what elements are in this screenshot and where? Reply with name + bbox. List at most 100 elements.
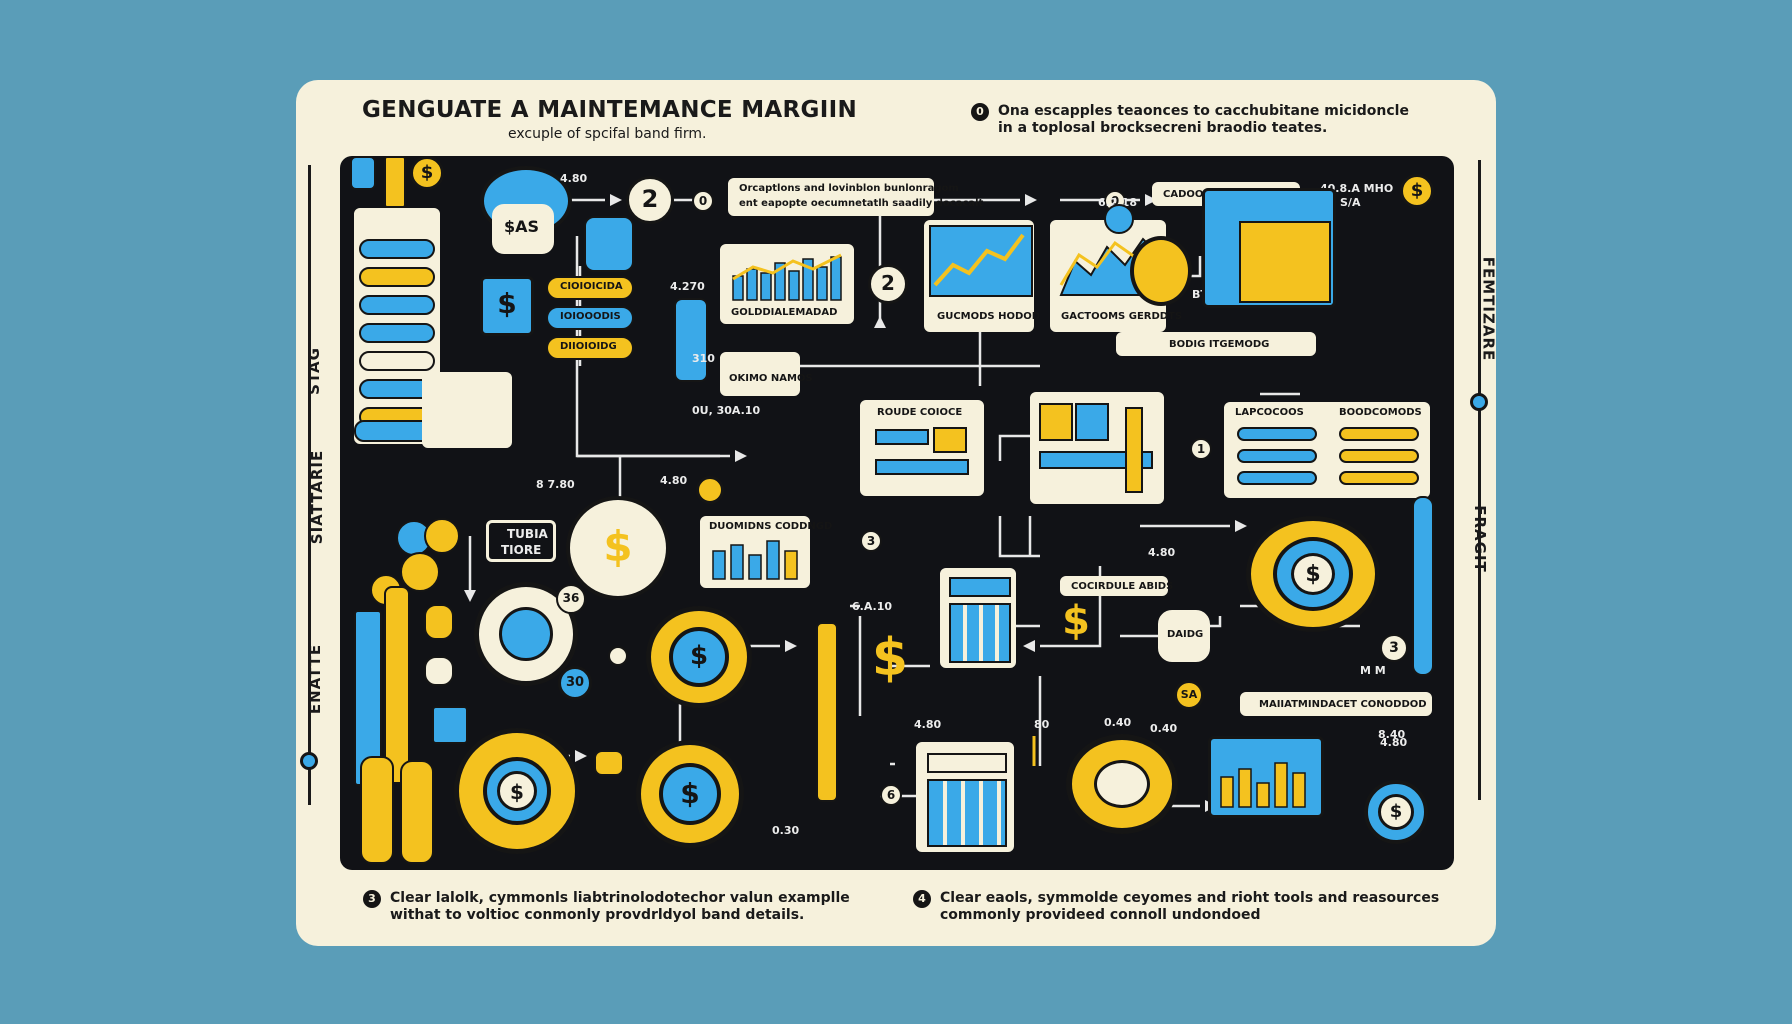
footer-left-note: Clear lalolk, cymmonls liabtrinolodotech…: [390, 890, 850, 924]
footer-left-line1: Clear lalolk, cymmonls liabtrinolodotech…: [390, 890, 850, 906]
value-label-80: 80: [1034, 718, 1050, 731]
calc-square: [432, 706, 468, 744]
flow-board: $ $AS 4.80 2 0 Orcaptlons and lovinblon …: [340, 156, 1454, 870]
gear-icon: [1104, 204, 1134, 234]
value-label-0-40: 0.40: [1104, 716, 1132, 729]
value-label-4270: 4.270: [670, 280, 705, 293]
step-2-search: 2: [868, 264, 908, 304]
pencil-icon: [1412, 496, 1434, 676]
value-label-6a10: 6.A.10: [852, 600, 893, 613]
donut-chart-hole: [1094, 760, 1150, 808]
top-note-line2: in a toplosal brocksecreni braodio teate…: [998, 120, 1328, 136]
footer-right-line2: commonly provideed connoll undondoed: [940, 907, 1261, 923]
target-gauge-inner: $: [1273, 537, 1353, 611]
target-gauge: $: [1246, 516, 1380, 632]
dollar-bag-icon: $: [480, 276, 534, 336]
step-3-lower: 3: [1380, 634, 1408, 662]
ticket-tag: DAIDG: [1158, 610, 1210, 662]
chart-card-1: GOLDDIALEMADAD: [720, 244, 854, 324]
top-instruction-box: Orcaptlons and lovinblon bunlonragom ent…: [728, 178, 983, 216]
coin-stack-2: [424, 518, 460, 554]
quadrant-pie: [474, 582, 578, 686]
ring-coin-gauge: $: [646, 606, 752, 708]
pane-bar-2: [875, 459, 969, 475]
pipeline-bar: [1039, 451, 1153, 469]
tubia-tag: TUBIA TIORE: [486, 520, 556, 562]
line-chart-2: [933, 233, 1025, 287]
top-note-line1: Ona escapples teaonces to cacchubitane m…: [998, 103, 1409, 119]
side-label-right-top: FEMTIZARE: [1479, 256, 1498, 362]
bar-chart-1: [732, 253, 842, 301]
calc-bottom-keys: [927, 779, 1007, 847]
pipeline-tile-1: [1039, 403, 1073, 441]
rack-slot-2: [359, 267, 435, 287]
left-ruler: [308, 165, 311, 805]
target-ring-bottom: $: [454, 728, 580, 854]
dollar-center-coin: $: [566, 496, 670, 600]
calculator-keypad: [1239, 221, 1331, 303]
pane-block: [933, 427, 967, 453]
fountain-pen: [816, 622, 838, 802]
right-info-bar: BODIG ITGEMODG: [1116, 332, 1316, 356]
lightbulb-icon: [1130, 236, 1192, 306]
maintenance-strip: MAIIATMINDACET CONODDOD: [1240, 692, 1432, 716]
mid-bar-chart: [712, 540, 798, 580]
step-0-lower: [608, 646, 628, 666]
coin-target-core: $: [1378, 794, 1414, 830]
footer-right-badge: 4: [913, 890, 931, 908]
step-1-circle: 1: [1190, 438, 1212, 460]
calc-keys: [949, 603, 1011, 663]
calculator-sheet: [1202, 188, 1336, 308]
pill-status-1: CIOIOICIDA: [546, 276, 634, 300]
battery-icon: [674, 298, 708, 382]
value-label-mm: M M: [1360, 664, 1386, 677]
rack-slot-3: [359, 295, 435, 315]
device-icon: [584, 216, 634, 272]
coin-stack-bottom: [594, 750, 624, 776]
pipeline-board: [1030, 392, 1164, 504]
target-gauge-core: $: [1291, 553, 1335, 595]
page-subtitle: excuple of spcifal band firm.: [508, 126, 707, 142]
rack-slot-1: [359, 239, 435, 259]
money-bag-icon: $AS: [492, 204, 554, 254]
value-label-sga: S/A: [1340, 196, 1361, 209]
monitor-bars: [1220, 762, 1306, 808]
value-label-480-b: 4.80: [660, 474, 688, 487]
right-ruler-dot: [1470, 393, 1488, 411]
calc-bottom-screen: [927, 753, 1007, 773]
footer-left-badge: 3: [363, 890, 381, 908]
value-label-480-d: 4.80: [914, 718, 942, 731]
step-6-circle: 6: [880, 784, 902, 806]
cash-register-icon: [422, 372, 512, 448]
value-label-480-c: 4.80: [1148, 546, 1176, 559]
left-ruler-dot: [300, 752, 318, 770]
route-pane: ROUDE COIOCE: [860, 400, 984, 496]
coin-column-a: [424, 604, 454, 640]
table-left-row-3: [1237, 471, 1317, 485]
coin-stack-3: [400, 552, 440, 592]
step-2-circle: 2: [626, 176, 674, 224]
target-ring-bottom-inner: $: [483, 757, 551, 825]
table-right-row-3: [1339, 471, 1419, 485]
dollar-coin-top-right: $: [1400, 174, 1434, 208]
gear-dollar-inner: $: [659, 763, 721, 825]
small-coin-badge: [696, 476, 724, 504]
gear-dollar-coin: $: [636, 740, 744, 848]
scheduler-strip: COCIRDULE ABIDS: [1060, 576, 1173, 596]
monitor-chart: [1208, 736, 1324, 818]
value-label-310: 310: [692, 352, 715, 365]
pill-status-3: DIIOIOIDG: [546, 336, 634, 360]
coin-pile-2: [400, 760, 434, 864]
notes-card: OKIMO NAMOS: [720, 352, 813, 396]
footer-right-note: Clear eaols, symmolde ceyomes and rioht …: [940, 890, 1439, 924]
chart-card-2: GUCMODS HODOD: [924, 220, 1040, 332]
right-ruler: [1478, 160, 1481, 800]
table-right-row-2: [1339, 449, 1419, 463]
value-label-480-a: 4.80: [560, 172, 588, 185]
step-3-circle: 3: [860, 530, 882, 552]
value-label-480-e: 4.80: [1380, 736, 1408, 749]
coin-pile-1: [360, 756, 394, 864]
value-label-780: 8 7.80: [536, 478, 575, 491]
step-36-badge: 36: [556, 584, 586, 614]
footer-right-line1: Clear eaols, symmolde ceyomes and rioht …: [940, 890, 1440, 906]
